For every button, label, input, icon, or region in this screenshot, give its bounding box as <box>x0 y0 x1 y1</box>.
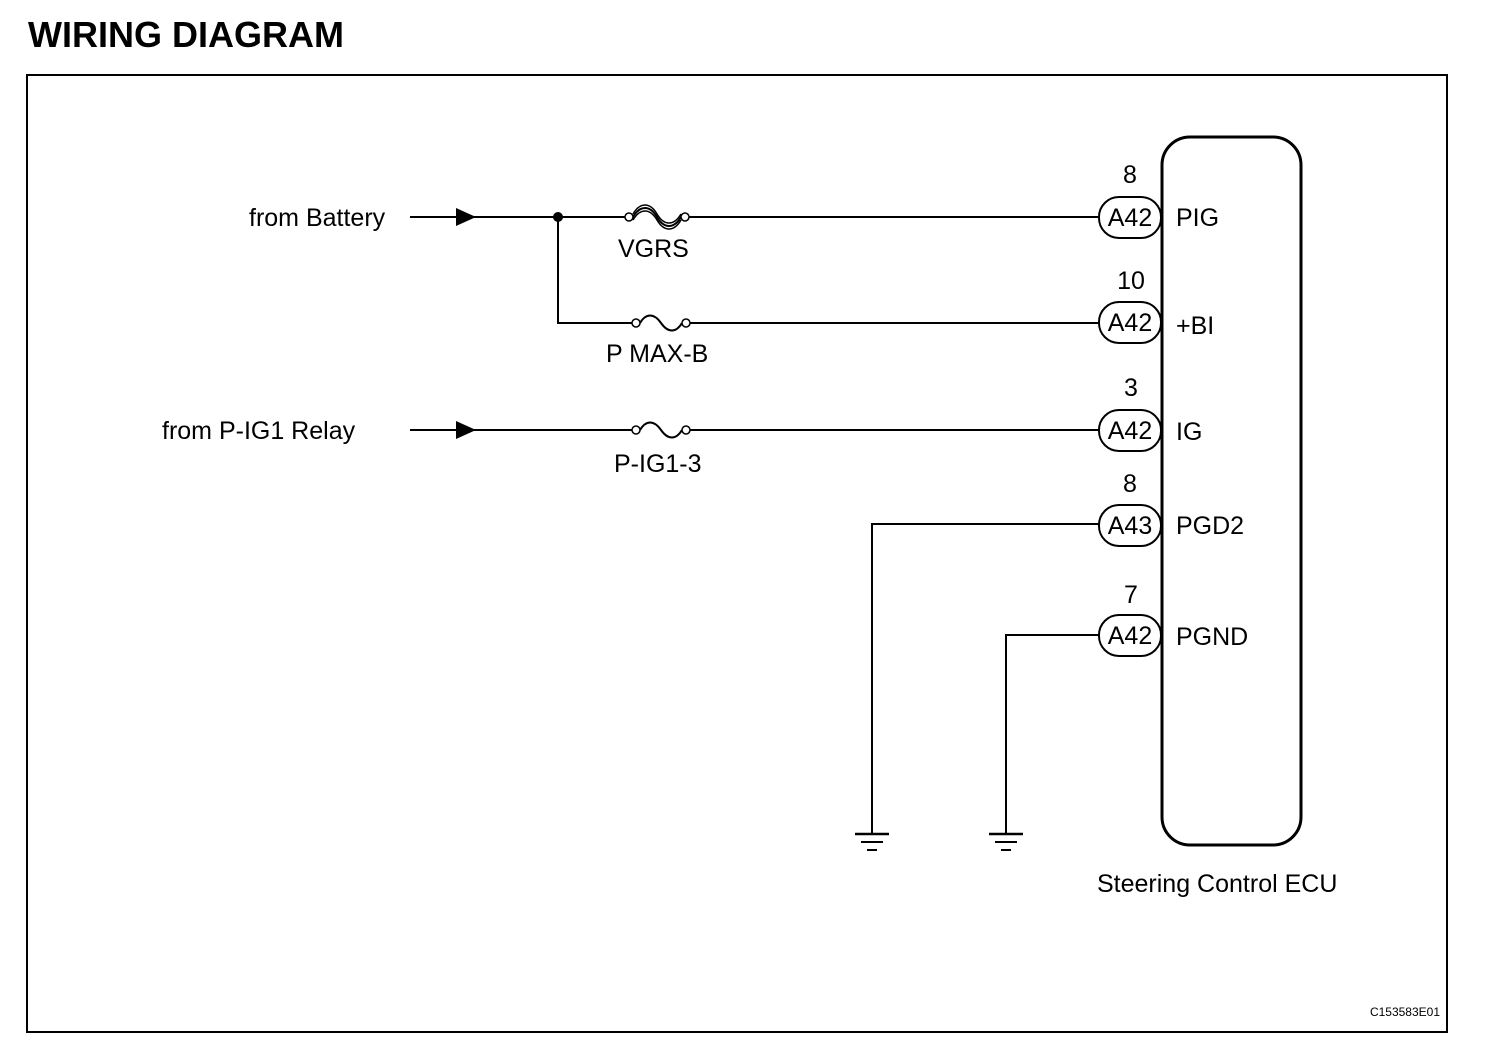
terminal-signal: PGD2 <box>1176 512 1244 540</box>
pgnd-ground-wire <box>1005 634 1100 833</box>
pin-number: 10 <box>1117 267 1145 295</box>
pin-number: 8 <box>1123 470 1137 498</box>
ecu-label: Steering Control ECU <box>1097 870 1337 898</box>
connector-oval <box>1098 301 1162 344</box>
connector-code: A42 <box>1108 309 1152 337</box>
source-pig1-relay-label: from P-IG1 Relay <box>162 417 356 445</box>
ecu-body <box>1160 135 1303 847</box>
terminal-signal: PIG <box>1176 204 1219 232</box>
fuse-pmaxb-label: P MAX-B <box>606 340 708 368</box>
figure-code: C153583E01 <box>1370 1005 1440 1019</box>
connector-code: A42 <box>1108 204 1152 232</box>
connector-oval <box>1098 409 1162 452</box>
relay-arrow-icon <box>456 421 476 439</box>
connector-oval <box>1098 614 1162 657</box>
pgd2-ground-wire <box>871 523 1100 833</box>
connector-code: A43 <box>1108 512 1152 540</box>
pig13-fuse-icon <box>631 421 691 439</box>
pin-number: 7 <box>1124 581 1138 609</box>
terminal-signal: PGND <box>1176 623 1248 651</box>
page-title: WIRING DIAGRAM <box>28 14 344 55</box>
pin-number: 8 <box>1123 161 1137 189</box>
diagram-frame <box>26 74 1448 1033</box>
battery-arrow-icon <box>456 208 476 226</box>
ground-icon <box>989 832 1023 851</box>
pmaxb-fuse-icon <box>631 314 691 332</box>
connector-oval <box>1098 196 1162 239</box>
terminal-signal: IG <box>1176 418 1202 446</box>
pmaxb-branch-wire <box>557 217 632 324</box>
pin-number: 3 <box>1124 374 1138 402</box>
terminal-signal: +BI <box>1176 312 1214 340</box>
vgrs-fuse-icon <box>624 204 690 230</box>
connector-oval <box>1098 504 1162 547</box>
fuse-pig13-label: P-IG1-3 <box>614 450 702 478</box>
ground-icon <box>855 832 889 851</box>
connector-code: A42 <box>1108 417 1152 445</box>
source-battery-label: from Battery <box>249 204 386 232</box>
fuse-vgrs-label: VGRS <box>618 235 689 263</box>
connector-code: A42 <box>1108 622 1152 650</box>
